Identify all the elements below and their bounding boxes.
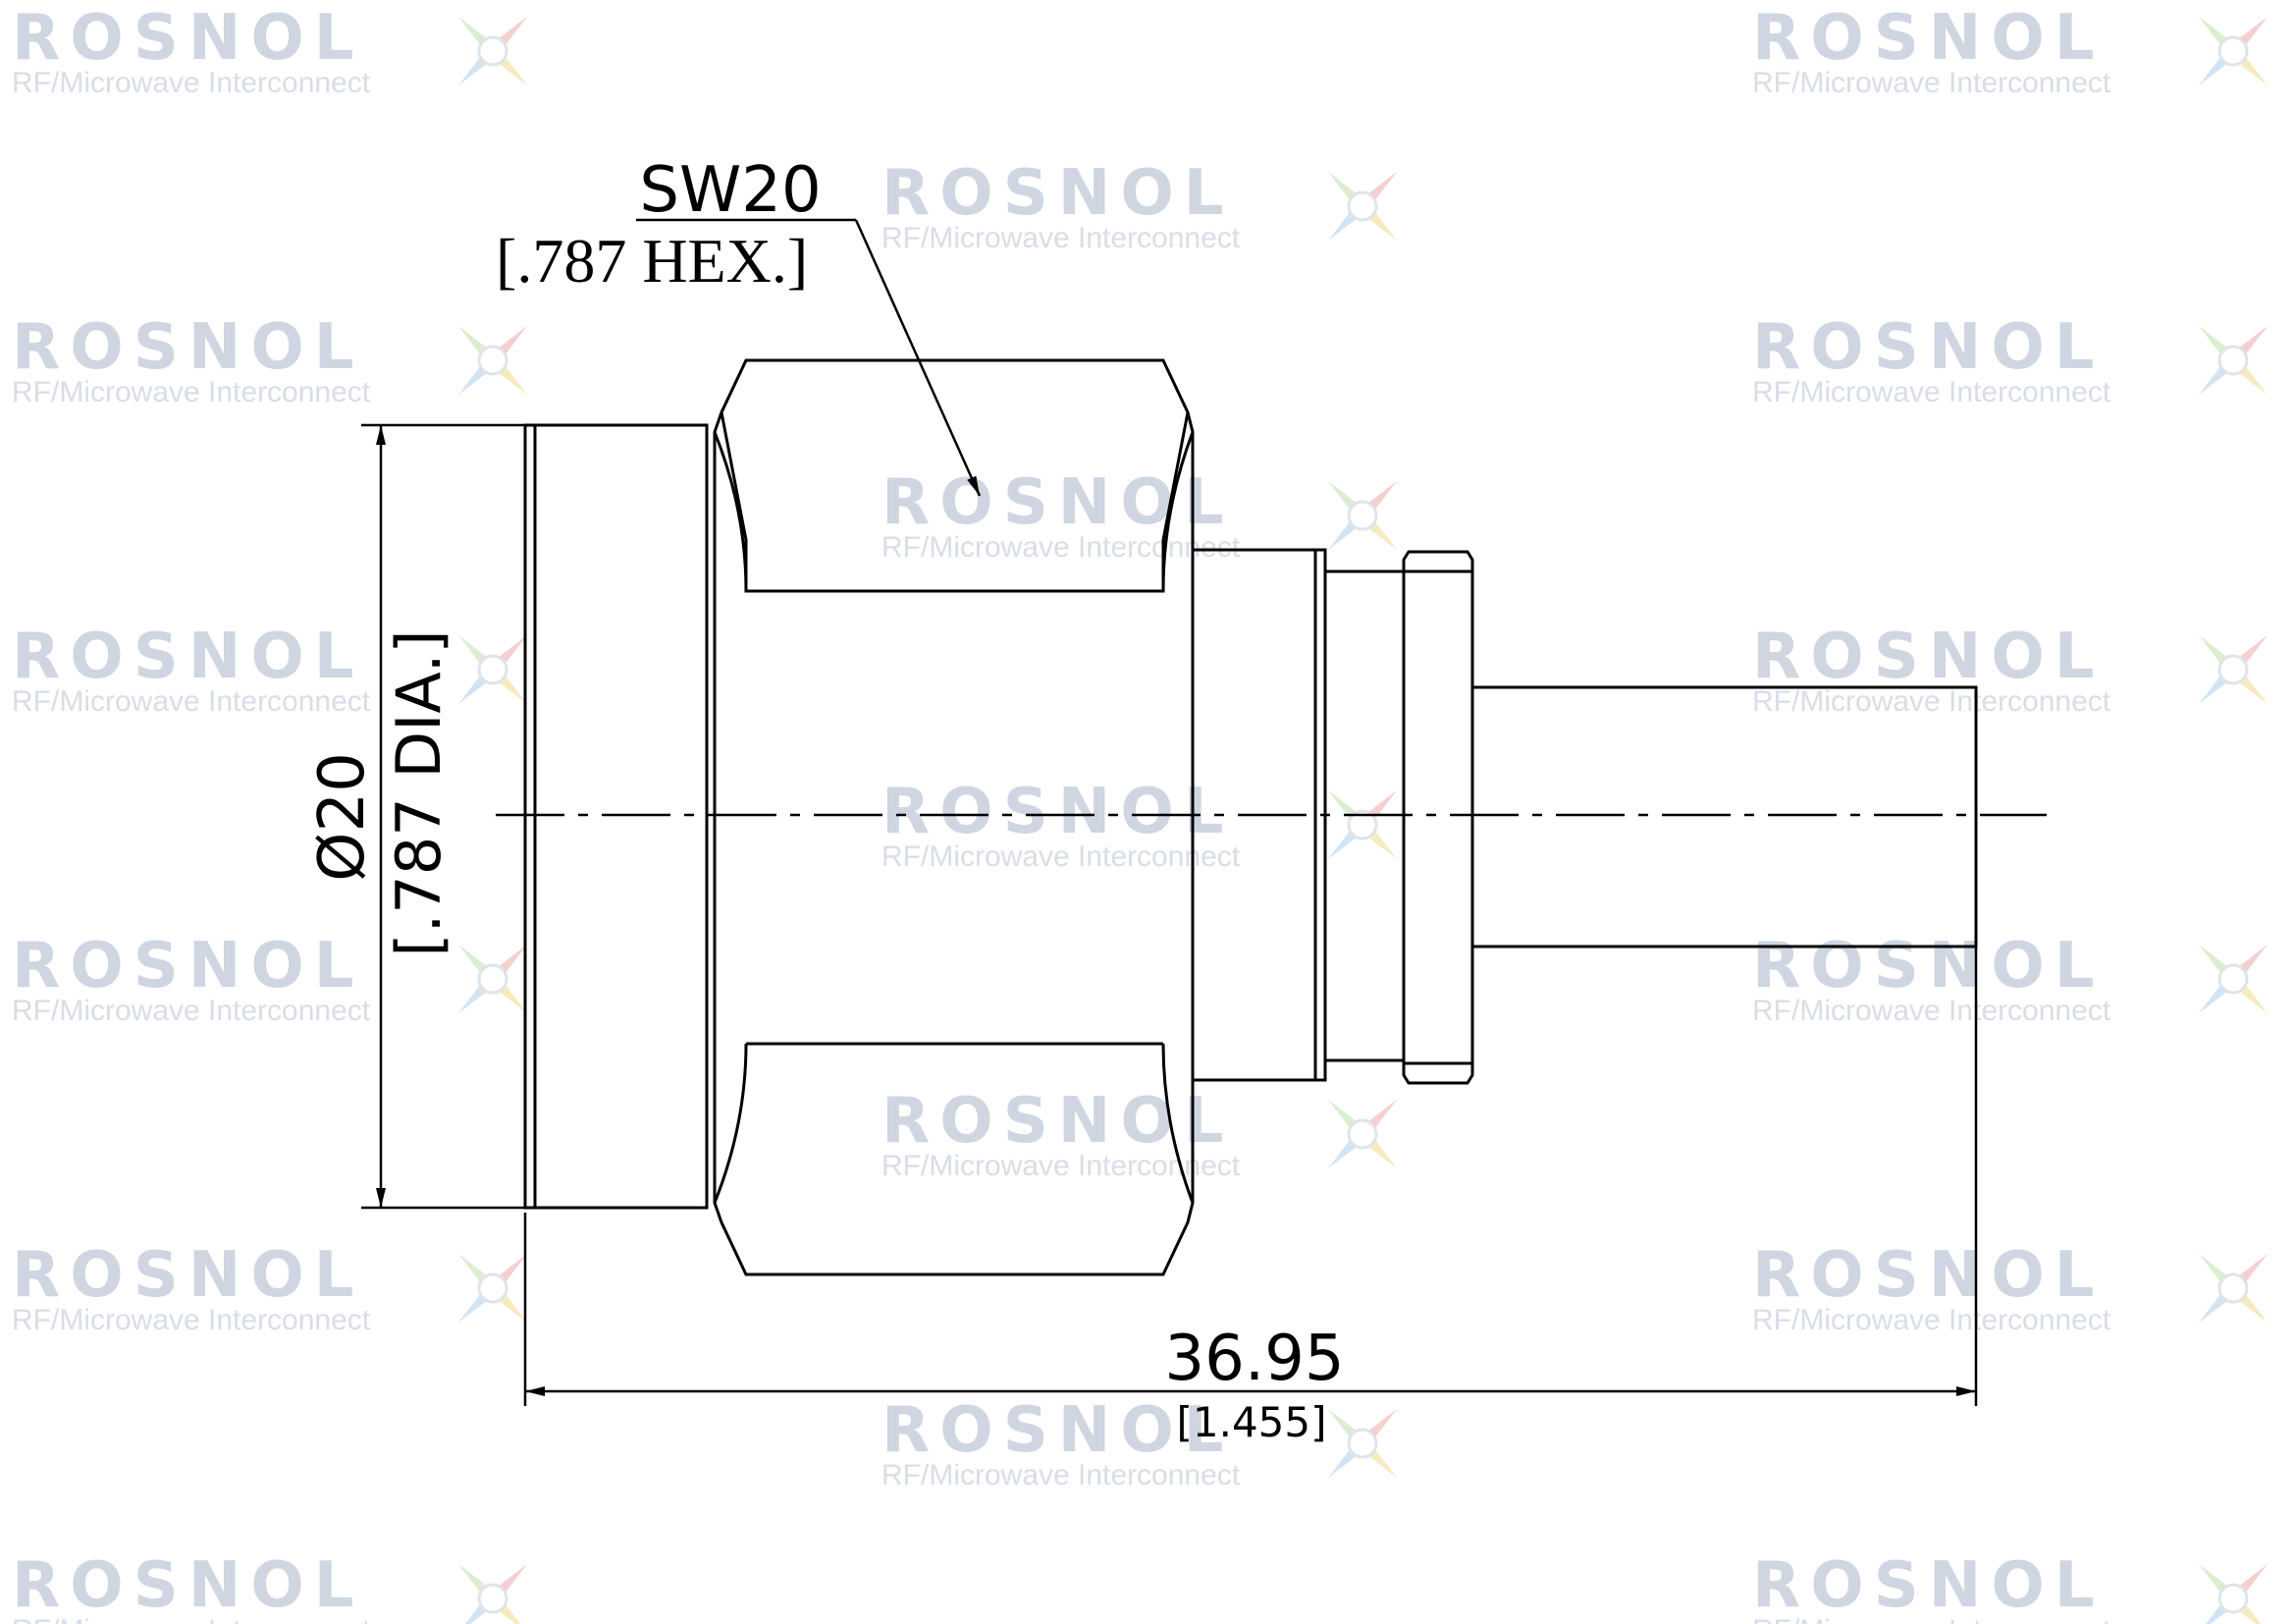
watermark-brand: ROSNOL	[12, 930, 364, 1002]
hex-leader-line	[854, 219, 982, 497]
hex-leader	[636, 218, 982, 497]
star-logo-icon	[2198, 944, 2269, 1014]
watermark-brand: ROSNOL	[881, 1085, 1234, 1158]
star-logo-icon	[457, 325, 528, 396]
watermark-brand: ROSNOL	[881, 157, 1234, 230]
diameter-inch-label: [.787 DIA.]	[383, 629, 454, 956]
star-logo-icon	[1327, 789, 1398, 860]
watermark-tagline: RF/Microwave Interconnect	[12, 376, 371, 408]
star-logo-icon	[1327, 480, 1398, 551]
watermark-brand: ROSNOL	[881, 466, 1234, 539]
star-logo-icon	[457, 1253, 528, 1324]
watermark-brand: ROSNOL	[881, 1394, 1234, 1467]
star-logo-icon	[457, 634, 528, 705]
flange	[1402, 550, 1474, 1085]
star-logo-icon	[1327, 1099, 1398, 1169]
length-inch-label: [1.455]	[1176, 1398, 1326, 1446]
watermark-brand: ROSNOL	[1752, 1239, 2105, 1312]
hex-face-top-curve	[713, 431, 1195, 592]
watermark-brand: ROSNOL	[12, 621, 364, 693]
connector-outline	[523, 358, 1978, 1276]
watermark-tagline: RF/Microwave Interconnect	[12, 995, 371, 1027]
watermark-tagline: RF/Microwave Interconnect	[1752, 376, 2111, 408]
star-logo-icon	[2198, 325, 2269, 396]
watermark-brand: ROSNOL	[1752, 930, 2105, 1002]
hex-size-inch-label: [.787 HEX.]	[496, 226, 808, 296]
star-logo-icon	[1327, 171, 1398, 242]
watermark-tagline: RF/Microwave Interconnect	[1752, 685, 2111, 718]
watermark-brand: ROSNOL	[12, 1239, 364, 1312]
diameter-dimension	[361, 423, 525, 1210]
star-logo-icon	[2198, 16, 2269, 86]
watermark-tagline: RF/Microwave Interconnect	[881, 531, 1241, 564]
watermark-tagline: RF/Microwave Interconnect	[1752, 67, 2111, 99]
watermark-tagline: RF/Microwave Interconnect	[881, 1459, 1241, 1491]
watermark-tagline: RF/Microwave Interconnect	[1752, 1614, 2111, 1624]
watermark-brand: ROSNOL	[1752, 311, 2105, 384]
watermark-brand: ROSNOL	[12, 1549, 364, 1622]
star-logo-icon	[1327, 1408, 1398, 1479]
watermark-tagline: RF/Microwave Interconnect	[1752, 1304, 2111, 1336]
star-logo-icon	[457, 1563, 528, 1624]
watermark-brand: ROSNOL	[1752, 2, 2105, 75]
watermark-brand: ROSNOL	[1752, 1549, 2105, 1622]
watermark-tagline: RF/Microwave Interconnect	[12, 1614, 371, 1624]
watermark-tagline: RF/Microwave Interconnect	[12, 1304, 371, 1336]
watermark-tagline: RF/Microwave Interconnect	[881, 840, 1241, 873]
star-logo-icon	[2198, 1563, 2269, 1624]
watermark-tagline: RF/Microwave Interconnect	[12, 685, 371, 718]
star-logo-icon	[2198, 1253, 2269, 1324]
watermark-tagline: RF/Microwave Interconnect	[12, 67, 371, 99]
watermark-brand: ROSNOL	[881, 776, 1234, 848]
body-sleeve	[523, 423, 709, 1210]
diameter-label: Ø20	[306, 752, 379, 882]
star-logo-icon	[457, 944, 528, 1014]
star-logo-icon	[457, 16, 528, 86]
watermark-brand: ROSNOL	[12, 2, 364, 75]
hex-size-label: SW20	[639, 154, 821, 227]
watermark-tagline: RF/Microwave Interconnect	[881, 222, 1241, 254]
watermark-tagline: RF/Microwave Interconnect	[881, 1150, 1241, 1182]
watermark-brand: ROSNOL	[1752, 621, 2105, 693]
length-label: 36.95	[1164, 1323, 1344, 1395]
watermark-brand: ROSNOL	[12, 311, 364, 384]
watermark-tagline: RF/Microwave Interconnect	[1752, 995, 2111, 1027]
hex-face-bottom-curve	[713, 1043, 1195, 1204]
star-logo-icon	[2198, 634, 2269, 705]
contact-pin	[1470, 685, 1978, 948]
length-dimension	[523, 947, 1978, 1406]
